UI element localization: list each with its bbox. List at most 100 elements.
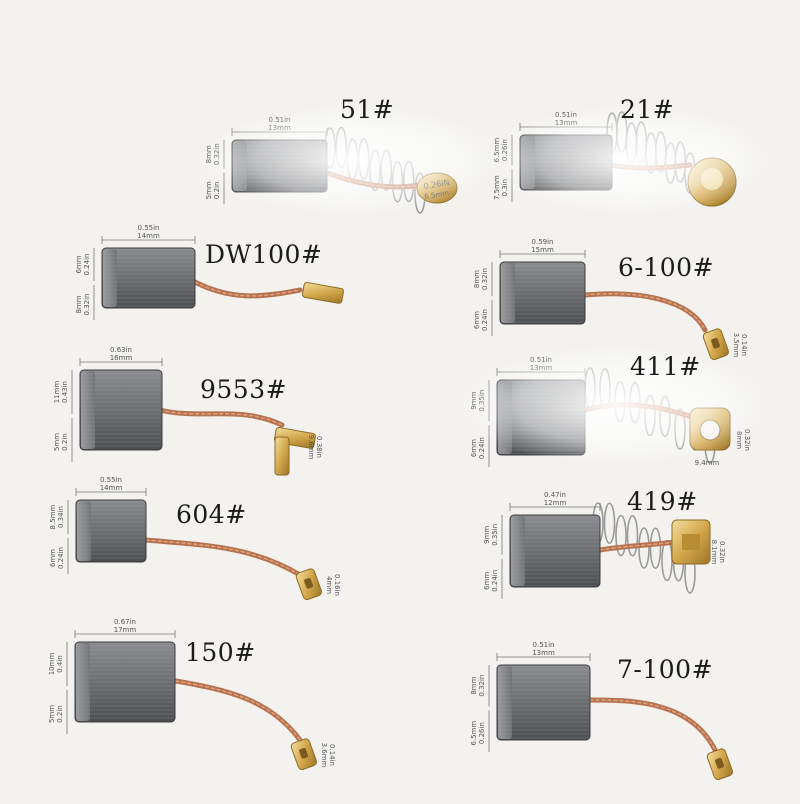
height-mm-text: 8mm <box>75 295 83 313</box>
light-spot <box>200 105 500 215</box>
spring-coil <box>603 502 616 545</box>
brass-lug-hole <box>299 747 308 759</box>
width-in-text: 0.47in <box>544 491 566 499</box>
height-in-text: 0.2in <box>61 433 69 451</box>
copper-wire-braid <box>159 409 283 426</box>
terminal-in-text: 0.16in <box>333 574 341 596</box>
terminal-in-text: 0.14in <box>328 744 336 766</box>
height-in-text: 0.2in <box>213 182 221 200</box>
height-in-text: 0.32in <box>481 268 489 290</box>
width-mm-text: 14mm <box>100 484 123 492</box>
copper-wire-braid <box>145 539 301 576</box>
terminal-in-text: 0.32in <box>743 429 751 451</box>
width-mm-text: 12mm <box>544 499 567 507</box>
terminal-mm-text: 8.1mm <box>710 540 718 565</box>
ring-mm-text: 9.4mm <box>695 459 720 467</box>
code-label-7-100: 7-100# <box>617 655 714 684</box>
height-in-text: 0.32in <box>478 675 486 697</box>
spring-coil <box>638 527 650 569</box>
code-label-6-100: 6-100# <box>618 253 715 282</box>
height-mm-text: 8.5mm <box>49 504 57 529</box>
height-mm-text: 9mm <box>483 526 491 544</box>
height-mm-text: 10mm <box>48 653 56 676</box>
carbon-texture <box>77 501 145 561</box>
copper-wire-braid <box>169 679 301 741</box>
brass-lug-hole <box>715 757 724 769</box>
code-label-21: 21# <box>620 95 675 124</box>
code-label-419: 419# <box>627 487 698 516</box>
height-mm-text: 5mm <box>48 705 56 723</box>
brass-lug <box>301 282 344 304</box>
height-in-text: 0.24in <box>478 437 486 459</box>
height-in-text: 0.43in <box>61 381 69 403</box>
width-mm-text: 13mm <box>532 649 555 657</box>
carbon-texture <box>81 371 161 449</box>
height-mm-text: 5mm <box>205 181 213 199</box>
brass-lug-hole <box>711 337 720 349</box>
copper-wire-braid <box>589 699 716 751</box>
carbon-texture <box>103 249 194 307</box>
spring-coil <box>649 527 662 570</box>
copper-wire <box>157 407 285 428</box>
copper-wire <box>143 537 303 578</box>
copper-wire-braid <box>584 293 706 331</box>
height-mm-text: 5mm <box>53 433 61 451</box>
terminal-mm-text: 3.5mm <box>732 333 740 358</box>
height-in-text: 0.24in <box>481 309 489 331</box>
width-mm-text: 17mm <box>114 626 137 634</box>
copper-wire <box>192 279 303 299</box>
terminal-in-text: 0.38in <box>315 436 323 458</box>
light-spot <box>460 345 770 465</box>
width-in-text: 0.67in <box>114 618 136 626</box>
terminal-mm-text: 3.6mm <box>320 743 328 768</box>
height-mm-text: 7.5mm <box>493 175 501 200</box>
width-mm-text: 14mm <box>137 232 160 240</box>
height-mm-text: 6mm <box>470 439 478 457</box>
carbon-texture <box>76 643 174 721</box>
terminal-in-text: 0.14in <box>740 334 748 356</box>
width-in-text: 0.63in <box>110 346 132 354</box>
terminal-in-text: 0.32in <box>718 541 726 563</box>
height-in-text: 0.34in <box>57 506 65 528</box>
spring-coil <box>626 514 639 557</box>
height-in-text: 0.3in <box>501 179 509 197</box>
width-in-text: 0.51in <box>533 641 555 649</box>
spring-coil <box>615 514 627 557</box>
width-in-text: 0.55in <box>100 476 122 484</box>
carbon-texture <box>498 666 589 739</box>
code-label-150: 150# <box>185 638 256 667</box>
height-in-text: 0.4in <box>56 655 64 673</box>
height-mm-text: 6mm <box>75 255 83 273</box>
carbon-texture <box>511 516 599 586</box>
brass-clip-center <box>682 534 700 550</box>
code-label-411: 411# <box>630 352 701 381</box>
width-mm-text: 16mm <box>110 354 133 362</box>
copper-wire <box>167 677 303 743</box>
carbon-texture <box>501 263 584 323</box>
width-in-text: 0.59in <box>532 238 554 246</box>
height-in-text: 0.24in <box>57 547 65 569</box>
width-in-text: 0.55in <box>138 224 160 232</box>
copper-wire <box>582 291 708 333</box>
height-in-text: 0.2in <box>56 705 64 723</box>
terminal-mm-text: 9.6mm <box>307 435 315 460</box>
height-mm-text: 11mm <box>53 381 61 404</box>
copper-wire-braid <box>194 281 301 297</box>
height-in-text: 0.32in <box>83 294 91 316</box>
code-label-9553: 9553# <box>200 375 288 404</box>
height-in-text: 0.24in <box>83 254 91 276</box>
height-in-text: 0.26in <box>478 722 486 744</box>
height-mm-text: 8mm <box>473 270 481 288</box>
brass-lug-angle <box>274 436 290 476</box>
height-mm-text: 8mm <box>470 676 478 694</box>
code-label-51: 51# <box>340 95 395 124</box>
spring-coil <box>661 539 673 582</box>
